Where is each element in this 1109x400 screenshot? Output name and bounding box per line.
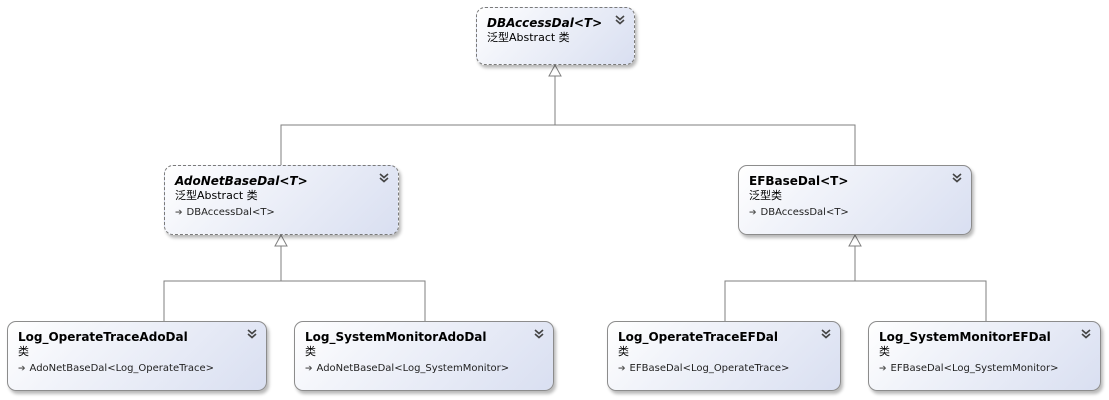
connector-system-monitor-ef — [855, 280, 987, 321]
connector-operate-trace-ef — [724, 246, 856, 321]
class-node-log-systemmonitor-efdal[interactable]: Log_SystemMonitorEFDal 类 ➔EFBaseDal<Log_… — [868, 321, 1101, 391]
connector-operate-trace-ado — [163, 246, 282, 321]
connector-ef-base-to-dbaccess — [555, 124, 856, 165]
double-chevron-down-icon[interactable] — [820, 328, 832, 340]
class-node-efbasedal[interactable]: EFBaseDal<T> 泛型类 ➔DBAccessDal<T> — [738, 165, 972, 235]
class-node-log-operatetrace-efdal[interactable]: Log_OperateTraceEFDal 类 ➔EFBaseDal<Log_O… — [607, 321, 841, 391]
inherits-arrow-icon: ➔ — [175, 208, 183, 218]
inherits-arrow-icon: ➔ — [879, 364, 887, 374]
class-title: DBAccessDal<T> — [487, 16, 603, 30]
double-chevron-down-icon[interactable] — [1080, 328, 1092, 340]
inherits-arrow-icon: ➔ — [18, 364, 26, 374]
base-class-row: ➔AdoNetBaseDal<Log_SystemMonitor> — [305, 362, 543, 376]
class-kind: 泛型类 — [749, 189, 782, 202]
class-title: AdoNetBaseDal<T> — [175, 174, 308, 188]
class-kind: 类 — [618, 345, 629, 358]
class-kind: 类 — [18, 345, 29, 358]
class-title: Log_OperateTraceEFDal — [618, 330, 779, 344]
class-title: Log_OperateTraceAdoDal — [18, 330, 188, 344]
class-node-log-operatetrace-adodal[interactable]: Log_OperateTraceAdoDal 类 ➔AdoNetBaseDal<… — [7, 321, 267, 391]
base-class-row: ➔EFBaseDal<Log_OperateTrace> — [618, 362, 830, 376]
class-title: EFBaseDal<T> — [749, 174, 849, 188]
connector-ado-base-to-dbaccess — [280, 76, 556, 165]
inheritance-arrowhead-dbaccess — [548, 63, 562, 77]
class-kind: 类 — [305, 345, 316, 358]
class-kind: 类 — [879, 345, 890, 358]
double-chevron-down-icon[interactable] — [378, 172, 390, 184]
class-node-adonetbasedal[interactable]: AdoNetBaseDal<T> 泛型Abstract 类 ➔DBAccessD… — [164, 165, 399, 235]
base-class-row: ➔AdoNetBaseDal<Log_OperateTrace> — [18, 362, 256, 376]
inheritance-arrowhead-ef — [848, 233, 862, 247]
base-class-name: DBAccessDal<T> — [760, 207, 849, 218]
base-class-row: ➔EFBaseDal<Log_SystemMonitor> — [879, 362, 1090, 376]
inherits-arrow-icon: ➔ — [749, 208, 757, 218]
double-chevron-down-icon[interactable] — [533, 328, 545, 340]
class-node-log-systemmonitor-adodal[interactable]: Log_SystemMonitorAdoDal 类 ➔AdoNetBaseDal… — [294, 321, 554, 391]
inheritance-arrowhead-ado — [274, 233, 288, 247]
base-class-row: ➔DBAccessDal<T> — [175, 206, 388, 220]
connector-system-monitor-ado — [281, 280, 426, 321]
base-class-name: DBAccessDal<T> — [186, 207, 275, 218]
class-title: Log_SystemMonitorEFDal — [879, 330, 1051, 344]
base-class-row: ➔DBAccessDal<T> — [749, 206, 961, 220]
base-class-name: AdoNetBaseDal<Log_OperateTrace> — [29, 363, 215, 374]
double-chevron-down-icon[interactable] — [951, 172, 963, 184]
class-node-dbaccessdal[interactable]: DBAccessDal<T> 泛型Abstract 类 — [476, 7, 635, 65]
class-kind: 泛型Abstract 类 — [175, 189, 258, 202]
base-class-name: AdoNetBaseDal<Log_SystemMonitor> — [316, 363, 510, 374]
double-chevron-down-icon[interactable] — [614, 14, 626, 26]
base-class-name: EFBaseDal<Log_SystemMonitor> — [890, 363, 1059, 374]
class-kind: 泛型Abstract 类 — [487, 31, 570, 44]
inherits-arrow-icon: ➔ — [618, 364, 626, 374]
inherits-arrow-icon: ➔ — [305, 364, 313, 374]
class-title: Log_SystemMonitorAdoDal — [305, 330, 487, 344]
double-chevron-down-icon[interactable] — [246, 328, 258, 340]
base-class-name: EFBaseDal<Log_OperateTrace> — [629, 363, 790, 374]
